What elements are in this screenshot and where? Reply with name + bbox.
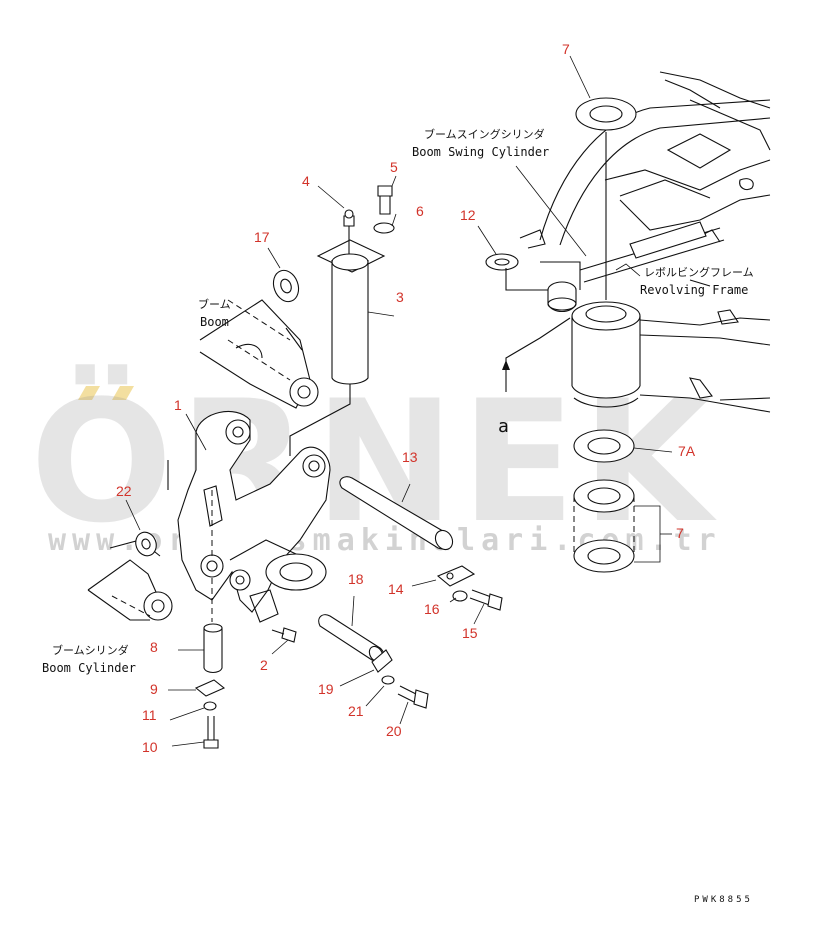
part-labels: 7 7A 7 12 4 5 6 17 3 1 13 22 18 14 16 15… [116, 41, 696, 755]
boom-cylinder-label-jp: ブームシリンダ [52, 643, 129, 657]
label-19: 19 [318, 681, 334, 697]
label-21: 21 [348, 703, 364, 719]
part-15 [469, 589, 503, 625]
label-14: 14 [388, 581, 404, 597]
label-7a: 7A [678, 443, 696, 459]
revolving-frame-label-jp: レボルビングフレーム [644, 265, 754, 279]
part-12 [477, 225, 548, 291]
label-9: 9 [150, 681, 158, 697]
part-3-pin [289, 239, 395, 456]
view-a-label: a [498, 416, 509, 437]
watermark-accent-left [78, 386, 100, 400]
part-22 [125, 499, 157, 557]
label-1: 1 [174, 397, 182, 413]
label-7-top: 7 [562, 41, 570, 57]
part-21 [365, 675, 395, 707]
label-5: 5 [390, 159, 398, 175]
label-8: 8 [150, 639, 158, 655]
revolving-frame-drawing [539, 71, 771, 413]
drawing-code: PWK8855 [694, 895, 753, 905]
boom-cylinder-label-en: Boom Cylinder [42, 661, 136, 675]
part-13-pin [339, 476, 454, 551]
label-3: 3 [396, 289, 404, 305]
label-18: 18 [348, 571, 364, 587]
label-20: 20 [386, 723, 402, 739]
part-7-bottom [573, 479, 672, 573]
part-11 [169, 701, 217, 721]
label-12: 12 [460, 207, 476, 223]
part-20 [397, 685, 429, 725]
part-7a [573, 429, 673, 463]
part-18-pin [318, 595, 384, 663]
part-16 [449, 590, 468, 603]
part-9 [168, 679, 226, 697]
boom-label-jp: ブーム [198, 297, 231, 311]
revolving-frame-label-en: Revolving Frame [640, 283, 748, 297]
boom-swing-cylinder-label-jp: ブームスイングシリンダ [424, 127, 545, 141]
swing-bracket-housing [571, 132, 641, 408]
view-arrow-a [502, 317, 571, 392]
revolving-frame-leader [615, 263, 641, 277]
part-10 [171, 716, 219, 749]
assembly-lines [167, 460, 213, 560]
part-7-top [569, 55, 637, 131]
label-22: 22 [116, 483, 132, 499]
part-2 [271, 627, 297, 655]
label-4: 4 [302, 173, 310, 189]
part-1-bracket [177, 411, 331, 623]
watermark-accent-right [112, 386, 134, 400]
label-15: 15 [462, 625, 478, 641]
label-13: 13 [402, 449, 418, 465]
part-5 [377, 175, 397, 215]
swing-bushing [547, 281, 577, 313]
boom-drawing [199, 299, 319, 409]
part-8-pin [178, 578, 223, 674]
part-6 [373, 213, 397, 234]
label-10: 10 [142, 739, 158, 755]
part-17 [267, 247, 300, 303]
boom-swing-cylinder-leader [515, 165, 587, 257]
watermark: ÖRNEK www.ornekismakinalari.com.tr [30, 364, 716, 560]
label-6: 6 [416, 203, 424, 219]
label-11: 11 [142, 707, 157, 723]
annotations: ブームスイングシリンダ Boom Swing Cylinder ブーム Boom… [42, 127, 754, 905]
label-7-bottom: 7 [676, 525, 684, 541]
boom-label-en: Boom [200, 315, 229, 329]
boom-swing-cylinder-drawing [519, 221, 725, 290]
label-2: 2 [260, 657, 268, 673]
part-4 [317, 185, 355, 254]
part-14 [411, 565, 476, 587]
part-19 [339, 649, 393, 687]
boom-swing-cylinder-label-en: Boom Swing Cylinder [412, 145, 549, 159]
label-16: 16 [424, 601, 440, 617]
label-17: 17 [254, 229, 270, 245]
